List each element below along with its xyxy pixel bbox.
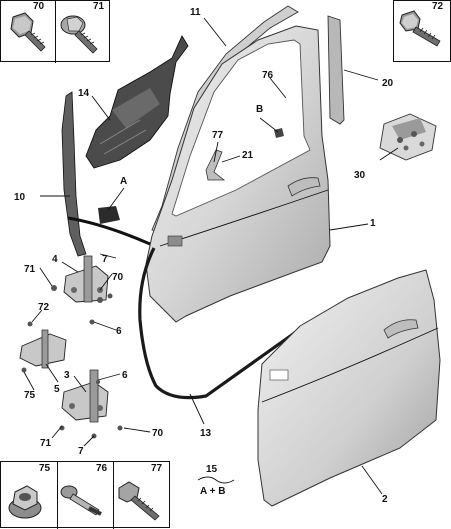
hex-flange-bolt-icon xyxy=(10,12,46,52)
callout-70-upper: 70 xyxy=(112,272,124,283)
a-pillar-trim xyxy=(61,91,87,257)
lower-hinge xyxy=(61,369,109,423)
inset-label-72: 72 xyxy=(432,1,444,12)
legend-number: 15 xyxy=(206,464,218,475)
door-check-strap xyxy=(19,329,67,369)
door-control-module xyxy=(379,113,437,161)
leader-lines xyxy=(23,17,399,495)
rivet-stud-icon xyxy=(60,485,102,516)
assembly-legend: 15 A + B xyxy=(197,464,235,497)
callout-71-upper: 71 xyxy=(24,264,36,275)
flange-screw-icon xyxy=(60,15,98,54)
callout-6-lower: 6 xyxy=(122,370,128,381)
mirror-opening xyxy=(269,369,289,381)
inset-box-top-left: 70 71 xyxy=(0,0,110,63)
door-hinge-pocket xyxy=(167,235,183,247)
callout-75-body: 75 xyxy=(24,390,36,401)
flange-nut-icon xyxy=(8,485,42,519)
callout-7-upper: 7 xyxy=(102,254,108,265)
callout-4: 4 xyxy=(52,254,58,265)
callout-76: 76 xyxy=(262,70,274,81)
callout-77: 77 xyxy=(212,130,224,141)
callout-5: 5 xyxy=(54,384,60,395)
callout-30: 30 xyxy=(354,170,366,181)
callout-3: 3 xyxy=(64,370,70,381)
callout-6-upper: 6 xyxy=(116,326,122,337)
door-handle-outer xyxy=(383,319,419,339)
inset-box-bottom: 75 76 77 xyxy=(0,461,170,529)
inset-label-77: 77 xyxy=(151,463,163,474)
outer-door-skin xyxy=(257,269,441,507)
callout-1: 1 xyxy=(370,218,376,229)
inset-label-75: 75 xyxy=(39,463,51,474)
callout-10: 10 xyxy=(14,192,26,203)
inset-label-71: 71 xyxy=(93,1,105,12)
callout-7-lower: 7 xyxy=(78,446,84,457)
callout-70-lower: 70 xyxy=(152,428,164,439)
inset-box-top-right: 72 xyxy=(393,0,451,62)
inset-label-76: 76 xyxy=(96,463,108,474)
callout-14: 14 xyxy=(78,88,90,99)
hex-bolt-icon xyxy=(399,10,441,47)
legend-formula: A + B xyxy=(200,486,225,497)
callout-72-body: 72 xyxy=(38,302,50,313)
door-weatherstrip xyxy=(138,247,311,400)
callout-21: 21 xyxy=(242,150,254,161)
hex-screw-icon xyxy=(118,481,160,521)
callout-b: B xyxy=(256,104,263,115)
upper-hinge xyxy=(63,255,109,303)
foam-block-a xyxy=(98,206,120,224)
b-pillar-trim xyxy=(327,15,345,125)
inset-label-70: 70 xyxy=(33,1,45,12)
callout-20: 20 xyxy=(382,78,394,89)
fastener-dots xyxy=(21,285,123,439)
callout-71-lower: 71 xyxy=(40,438,52,449)
callout-a: A xyxy=(120,176,127,187)
door-handle-inner xyxy=(287,177,321,197)
callout-11: 11 xyxy=(190,7,201,18)
callout-13: 13 xyxy=(200,428,212,439)
sealing-strip-a xyxy=(67,216,151,246)
callout-2: 2 xyxy=(382,494,388,505)
